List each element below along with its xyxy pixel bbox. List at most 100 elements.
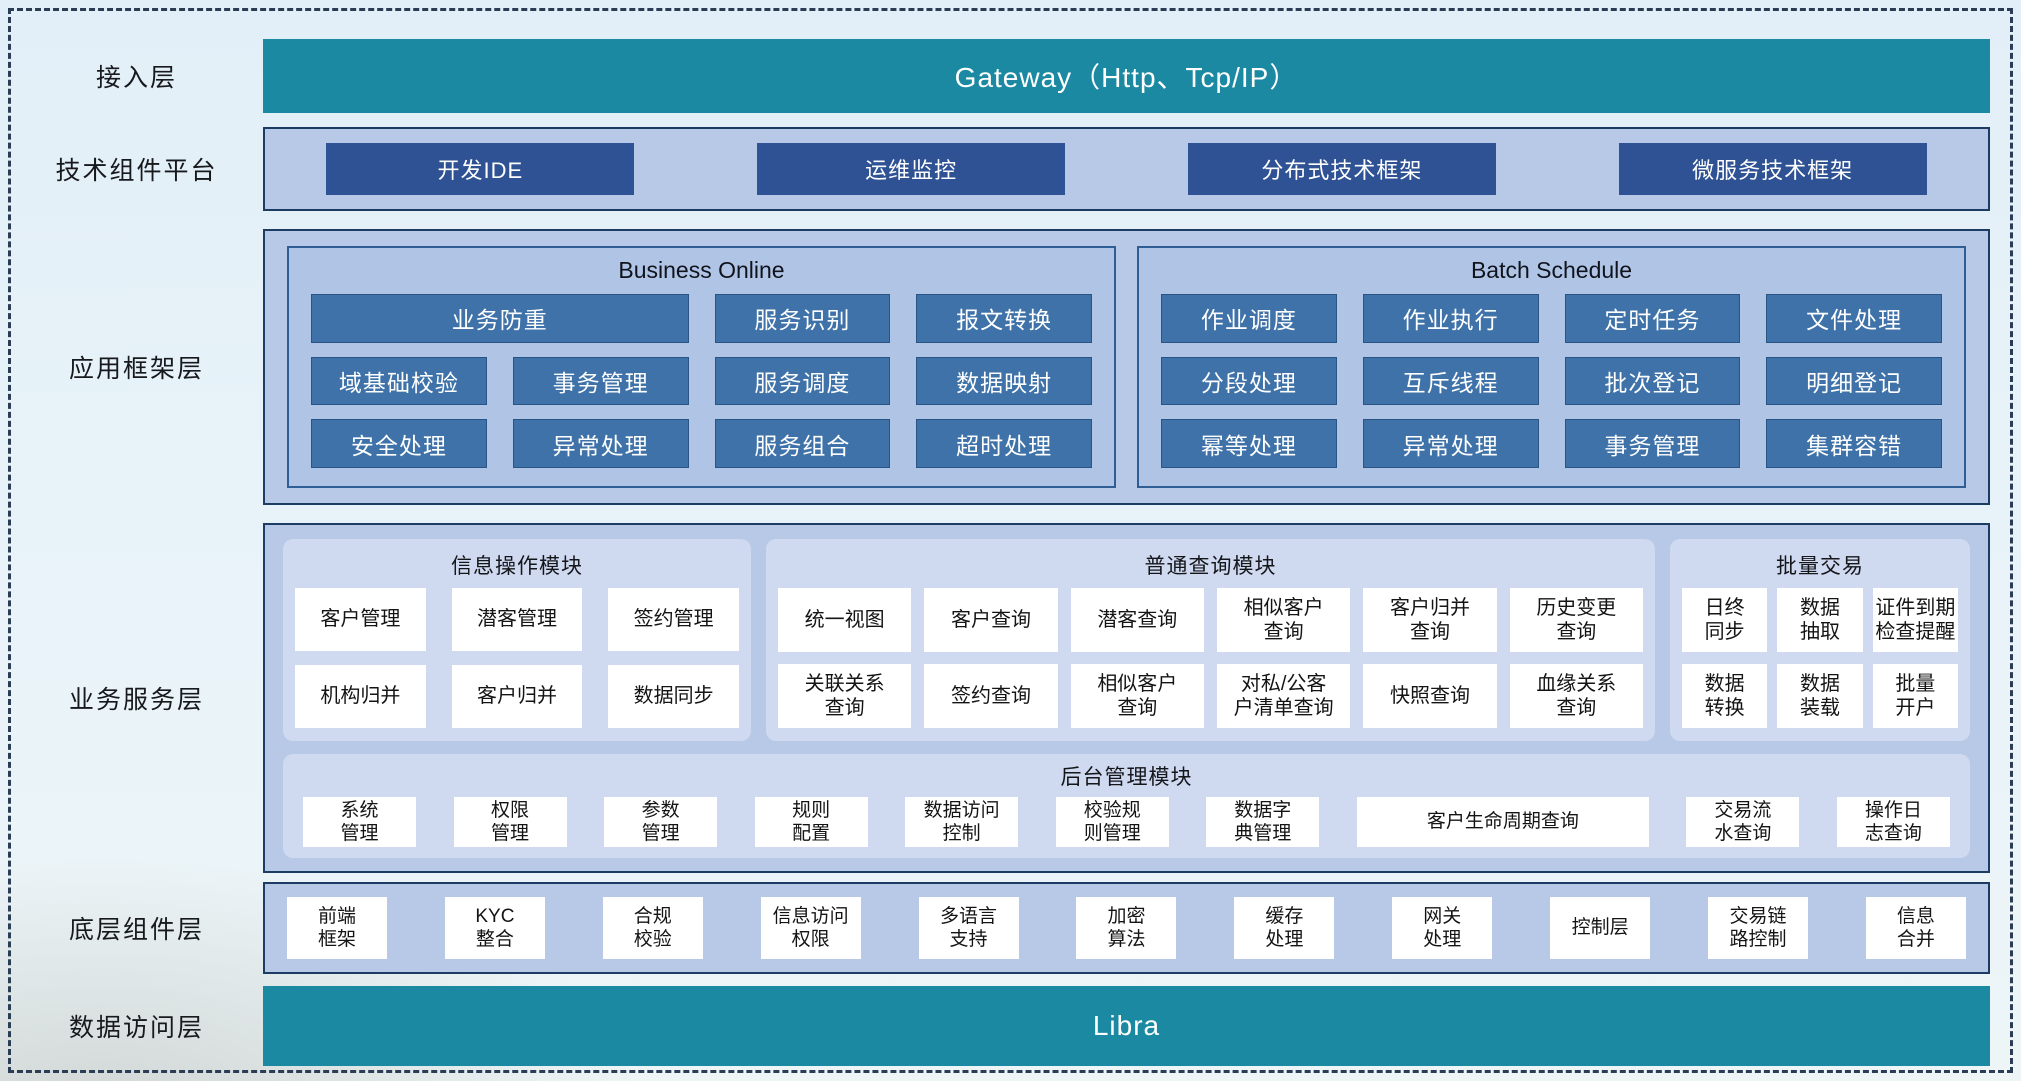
gateway-bar: Gateway（Http、Tcp/IP）	[263, 39, 1990, 113]
service-cell: 数据 转换	[1682, 664, 1768, 728]
component-cell: 交易链 路控制	[1708, 897, 1809, 959]
fw-item: 服务组合	[714, 419, 891, 468]
component-cell: 前端 框架	[287, 897, 387, 959]
service-cell: 历史变更 查询	[1509, 588, 1643, 652]
component-cell: 缓存 处理	[1234, 897, 1335, 959]
fw-item: 超时处理	[916, 419, 1092, 468]
layer-label-access-text: 接入层	[95, 64, 177, 92]
layer-business-service: 业务服务层 信息操作模块 客户管理 潜客管理 签约管理 机构归并 客户归并 数据…	[10, 523, 1990, 873]
service-cell: 证件到期 检查提醒	[1872, 588, 1958, 652]
fw-item: 作业执行	[1362, 294, 1539, 343]
layer-label-framework-text: 应用框架层	[68, 355, 204, 383]
component-cell: 控制层	[1550, 897, 1651, 959]
component-cell: 信息访问 权限	[760, 897, 861, 959]
fw-item: 报文转换	[916, 294, 1092, 343]
info-operation-title: 信息操作模块	[451, 555, 583, 578]
batch-trade-module: 批量交易 日终 同步 数据 抽取 证件到期 检查提醒 数据 转换 数据 装载 批…	[1670, 539, 1970, 741]
service-cell: 权限 管理	[453, 797, 567, 847]
tech-item-distributed-framework: 分布式技术框架	[1187, 143, 1496, 195]
layer-label-component-text: 底层组件层	[68, 916, 204, 944]
fw-item: 批次登记	[1564, 356, 1741, 406]
fw-item: 互斥线程	[1362, 356, 1539, 406]
service-cell: 潜客管理	[451, 588, 583, 651]
fw-item: 数据映射	[916, 356, 1092, 406]
service-cell: 系统 管理	[303, 797, 416, 847]
service-cell: 客户查询	[924, 588, 1058, 652]
layer-tech-platform: 技术组件平台 开发IDE 运维监控 分布式技术框架 微服务技术框架	[10, 127, 1990, 211]
service-cell: 客户归并	[451, 665, 583, 728]
tech-item-dev-ide: 开发IDE	[326, 143, 635, 195]
business-online-grid: 业务防重 服务识别 报文转换 域基础校验 事务管理 服务调度 数据映射 安全处理…	[289, 290, 1114, 486]
service-cell: 关联关系 查询	[778, 664, 912, 728]
layer-label-service-text: 业务服务层	[68, 686, 204, 714]
service-cell: 校验规 则管理	[1055, 797, 1169, 847]
business-online-title: Business Online	[618, 257, 785, 283]
fw-item: 文件处理	[1766, 294, 1942, 343]
component-cell: 多语言 支持	[918, 897, 1019, 959]
admin-module-title: 后台管理模块	[1060, 766, 1193, 789]
layer-base-component: 底层组件层 前端 框架 KYC 整合 合规 校验 信息访问 权限 多语言 支持 …	[10, 882, 1990, 974]
service-cell: 数据 装载	[1777, 664, 1863, 728]
service-cell: 对私/公客 户清单查询	[1216, 664, 1351, 728]
service-cell: 数据 抽取	[1777, 588, 1863, 652]
service-cell: 操作日 志查询	[1836, 797, 1950, 847]
fw-item: 业务防重	[311, 294, 689, 343]
general-query-grid: 统一视图 客户查询 潜客查询 相似客户 查询 客户归并 查询 历史变更 查询 关…	[778, 588, 1643, 728]
fw-item: 明细登记	[1766, 356, 1942, 406]
service-cell: 参数 管理	[604, 797, 718, 847]
service-cell-customer-lifecycle: 客户生命周期查询	[1356, 797, 1649, 847]
batch-trade-title: 批量交易	[1776, 555, 1864, 578]
service-cell: 数据字 典管理	[1206, 797, 1320, 847]
component-cell: 合规 校验	[602, 897, 703, 959]
service-cell: 机构归并	[295, 665, 426, 728]
admin-module: 后台管理模块 系统 管理 权限 管理 参数 管理 规则 配置 数据访问 控制 校…	[283, 754, 1970, 858]
service-cell: 统一视图	[778, 588, 912, 652]
component-cell: KYC 整合	[444, 897, 545, 959]
component-cell: 网关 处理	[1392, 897, 1493, 959]
fw-item: 定时任务	[1564, 294, 1741, 343]
layer-app-framework: 应用框架层 Business Online 业务防重 服务识别 报文转换 域基础…	[10, 229, 1990, 505]
layer-label-data: 数据访问层	[10, 986, 263, 1066]
layer-label-tech: 技术组件平台	[10, 127, 263, 211]
component-cell: 信息 合并	[1865, 897, 1966, 959]
batch-schedule-box: Batch Schedule 作业调度 作业执行 定时任务 文件处理 分段处理 …	[1137, 246, 1966, 488]
fw-item: 异常处理	[512, 419, 689, 468]
layer-label-tech-text: 技术组件平台	[55, 157, 218, 185]
layer-label-component: 底层组件层	[10, 882, 263, 974]
fw-item: 域基础校验	[311, 356, 487, 406]
service-cell: 交易流 水查询	[1686, 797, 1800, 847]
service-cell: 客户归并 查询	[1363, 588, 1497, 652]
fw-item: 分段处理	[1161, 356, 1337, 406]
layer-access: 接入层 Gateway（Http、Tcp/IP）	[10, 39, 1990, 113]
general-query-title: 普通查询模块	[1144, 555, 1277, 578]
app-framework-container: Business Online 业务防重 服务识别 报文转换 域基础校验 事务管…	[263, 229, 1990, 505]
batch-schedule-grid: 作业调度 作业执行 定时任务 文件处理 分段处理 互斥线程 批次登记 明细登记 …	[1139, 290, 1964, 486]
service-cell: 相似客户 查询	[1070, 664, 1204, 728]
layer-data-access: 数据访问层 Libra	[10, 986, 1990, 1066]
tech-platform-container: 开发IDE 运维监控 分布式技术框架 微服务技术框架	[263, 127, 1990, 211]
service-cell: 客户管理	[295, 588, 426, 651]
info-operation-module: 信息操作模块 客户管理 潜客管理 签约管理 机构归并 客户归并 数据同步	[283, 539, 751, 741]
general-query-module: 普通查询模块 统一视图 客户查询 潜客查询 相似客户 查询 客户归并 查询 历史…	[766, 539, 1655, 741]
layer-label-access: 接入层	[10, 39, 263, 113]
service-modules-row: 信息操作模块 客户管理 潜客管理 签约管理 机构归并 客户归并 数据同步 普通查…	[283, 539, 1970, 741]
business-service-container: 信息操作模块 客户管理 潜客管理 签约管理 机构归并 客户归并 数据同步 普通查…	[263, 523, 1990, 873]
fw-item: 集群容错	[1766, 419, 1942, 468]
service-cell: 血缘关系 查询	[1509, 664, 1643, 728]
service-cell: 潜客查询	[1070, 588, 1204, 652]
service-cell: 数据访问 控制	[905, 797, 1019, 847]
service-cell: 相似客户 查询	[1216, 588, 1351, 652]
info-operation-grid: 客户管理 潜客管理 签约管理 机构归并 客户归并 数据同步	[295, 588, 739, 728]
tech-item-ops-monitor: 运维监控	[757, 143, 1066, 195]
service-cell: 快照查询	[1363, 664, 1497, 728]
service-cell: 数据同步	[608, 665, 739, 728]
fw-item: 事务管理	[512, 356, 689, 406]
fw-item: 事务管理	[1564, 419, 1741, 468]
service-cell: 日终 同步	[1682, 588, 1768, 652]
admin-module-cells: 系统 管理 权限 管理 参数 管理 规则 配置 数据访问 控制 校验规 则管理 …	[303, 797, 1950, 847]
service-cell: 签约管理	[608, 588, 739, 651]
service-cell: 签约查询	[924, 664, 1058, 728]
fw-item: 服务调度	[714, 356, 891, 406]
component-cell: 加密 算法	[1076, 897, 1177, 959]
